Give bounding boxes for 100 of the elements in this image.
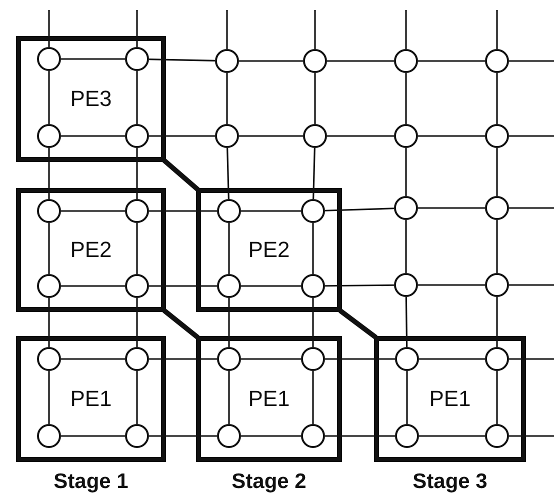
grid-line [405,148,407,196]
node-circle [301,347,325,371]
grid-line [418,207,485,209]
processing-element-box [196,336,342,462]
grid-line [149,285,217,287]
node-circle [125,47,149,71]
grid-line [312,148,316,200]
grid-line [496,371,498,424]
box-label: PE1 [429,386,471,412]
stage-label: Stage 2 [232,470,306,494]
grid-line [228,371,230,424]
grid-line [48,148,50,199]
node-circle [37,47,61,71]
node-circle [395,424,419,448]
grid-line [496,220,498,273]
grid-line [405,220,407,273]
grid-line [324,208,394,212]
node-circle [125,347,149,371]
grid-line [509,135,554,137]
node-circle [37,274,61,298]
node-circle [394,49,418,73]
node-circle [125,124,149,148]
node-circle [125,424,149,448]
node-circle [37,199,61,223]
node-circle [301,199,325,223]
grid-line [228,223,230,274]
grid-line [226,73,228,124]
grid-line [496,10,498,49]
connector-line [164,160,198,190]
node-circle [395,347,419,371]
node-circle [394,196,418,220]
stage-label: Stage 3 [412,470,488,494]
node-circle [303,49,327,73]
grid-line [136,10,138,47]
grid-line [149,358,217,360]
grid-line [405,10,407,49]
grid-line [418,284,485,286]
grid-line [314,10,316,49]
grid-line [48,298,50,347]
grid-line [418,135,485,137]
grid-line [61,358,125,360]
grid-line [226,10,228,49]
node-circle [125,199,149,223]
grid-line [496,297,498,347]
grid-line [136,298,138,347]
grid-line [48,223,50,274]
connector-line [164,310,198,338]
box-label: PE2 [248,237,290,263]
grid-line [228,298,230,347]
grid-line [312,298,314,347]
node-circle [485,49,509,73]
grid-line [48,71,50,124]
grid-line [325,358,395,360]
grid-line [509,284,554,286]
grid-line [241,435,301,437]
grid-line [312,371,314,424]
grid-line [327,135,394,137]
grid-line [61,285,125,287]
node-circle [37,424,61,448]
grid-line [241,285,301,287]
grid-line [48,371,50,424]
grid-line [509,435,554,437]
grid-line [61,58,125,60]
node-circle [394,273,418,297]
grid-line [325,435,395,437]
box-label: PE1 [248,386,290,412]
grid-line [61,135,125,137]
node-circle [37,347,61,371]
grid-line [239,135,303,137]
grid-line [325,284,394,287]
grid-line [226,148,230,200]
grid-line [419,358,485,360]
node-circle [301,274,325,298]
node-circle [217,347,241,371]
node-circle [215,124,239,148]
grid-line [149,210,217,212]
node-circle [394,124,418,148]
box-label: PE1 [70,386,112,412]
grid-line [406,371,408,424]
grid-line [61,435,125,437]
grid-line [136,148,138,199]
box-label: PE3 [70,86,112,112]
node-circle [303,124,327,148]
node-circle [125,274,149,298]
grid-line [241,358,301,360]
grid-line [496,73,498,124]
grid-line [239,60,303,62]
node-circle [485,124,509,148]
node-circle [301,424,325,448]
node-circle [485,424,509,448]
node-circle [217,199,241,223]
grid-line [327,60,394,62]
grid-line [509,358,554,360]
node-circle [485,347,509,371]
grid-line [48,10,50,47]
grid-line [405,296,408,348]
node-circle [217,424,241,448]
stage-label: Stage 1 [54,470,128,494]
node-circle [485,196,509,220]
grid-line [418,60,485,62]
